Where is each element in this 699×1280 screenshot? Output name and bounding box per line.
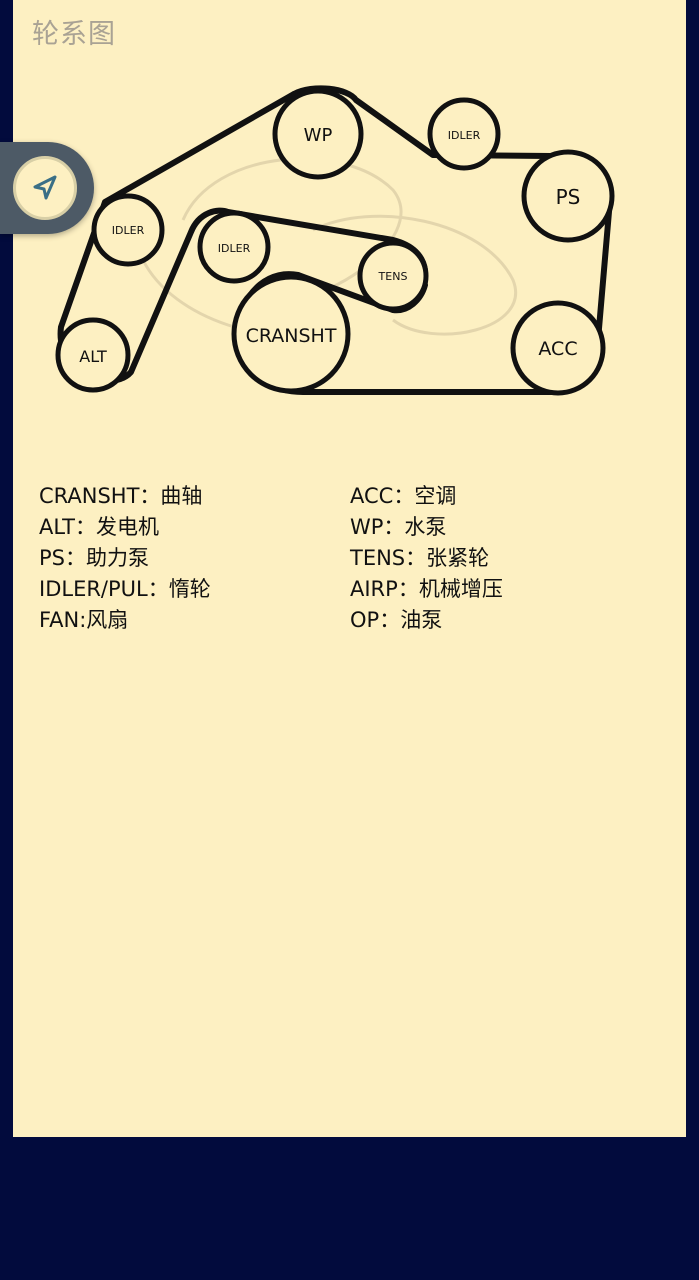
legend-item: AIRP：机械增压 bbox=[350, 577, 503, 601]
navigation-button[interactable] bbox=[13, 156, 77, 220]
pulley-wp: WP bbox=[272, 88, 364, 180]
pulley-ps: PS bbox=[521, 149, 615, 243]
pulley-label: ALT bbox=[79, 347, 107, 366]
legend-item: ALT：发电机 bbox=[39, 515, 160, 539]
legend-left-column: CRANSHT：曲轴 ALT：发电机 PS：助力泵 IDLER/PUL：惰轮 F… bbox=[39, 481, 211, 636]
legend-item: TENS：张紧轮 bbox=[350, 546, 490, 570]
belt-routing-diagram: WP IDLER PS IDLER IDLER TENS bbox=[55, 85, 615, 396]
pulley-label: ACC bbox=[538, 338, 577, 360]
pulley-idler-top: IDLER bbox=[427, 97, 501, 171]
pulley-idler-middle: IDLER bbox=[197, 210, 271, 284]
pulley-label: IDLER bbox=[448, 129, 481, 142]
pulley-idler-left: IDLER bbox=[91, 193, 165, 267]
pulley-label: PS bbox=[556, 185, 581, 209]
legend-item: WP：水泵 bbox=[350, 515, 447, 539]
navigation-arrow-icon bbox=[33, 175, 57, 200]
legend-item: CRANSHT：曲轴 bbox=[39, 484, 203, 508]
pulley-tens: TENS bbox=[357, 240, 429, 312]
pulley-label: CRANSHT bbox=[246, 325, 337, 347]
pulley-acc: ACC bbox=[510, 300, 606, 396]
page-title: 轮系图 bbox=[32, 19, 116, 50]
legend-item: PS：助力泵 bbox=[39, 546, 149, 570]
pulley-label: TENS bbox=[378, 270, 408, 283]
legend-item: IDLER/PUL：惰轮 bbox=[39, 577, 211, 601]
pulley-label: IDLER bbox=[218, 242, 251, 255]
pulley-label: IDLER bbox=[112, 224, 145, 237]
pulley-alt: ALT bbox=[55, 317, 131, 393]
floating-nav-tab[interactable] bbox=[0, 142, 94, 234]
legend-item: FAN:风扇 bbox=[39, 608, 129, 632]
legend-item: OP：油泵 bbox=[350, 608, 443, 632]
legend-right-column: ACC：空调 WP：水泵 TENS：张紧轮 AIRP：机械增压 OP：油泵 bbox=[350, 481, 503, 636]
diagram-card: 轮系图 WP IDLER bbox=[13, 0, 686, 1137]
legend-item: ACC：空调 bbox=[350, 484, 457, 508]
pulley-cranksht: CRANSHT bbox=[231, 274, 351, 394]
pulley-label: WP bbox=[304, 125, 333, 146]
